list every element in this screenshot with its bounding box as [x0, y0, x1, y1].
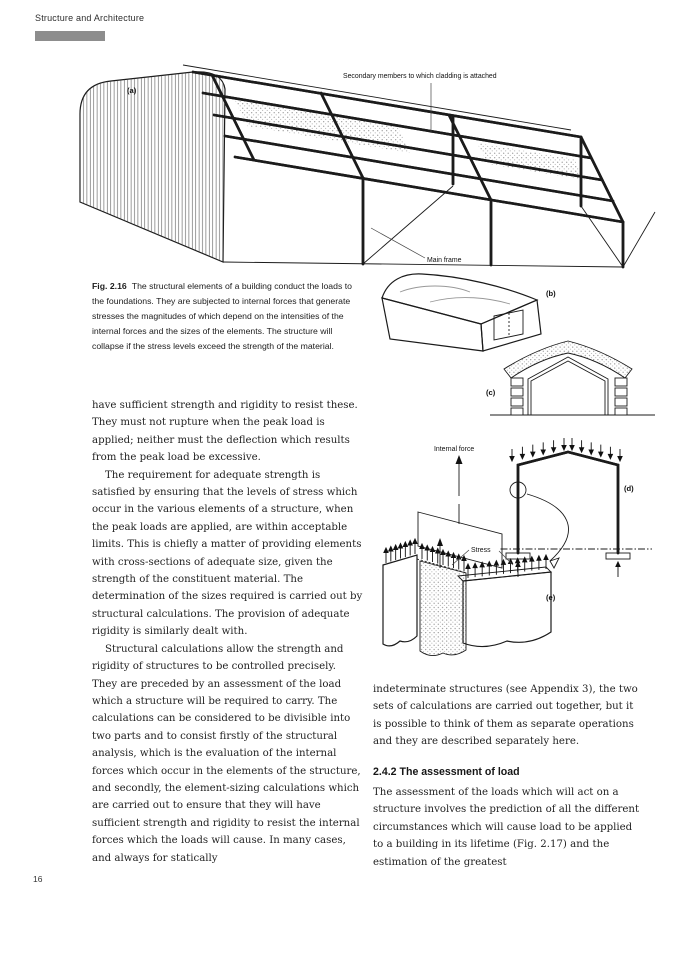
internal-force-label: Internal force: [434, 446, 474, 453]
stress-arrows-left: [383, 537, 418, 563]
main-frame-leader: [370, 227, 426, 259]
portal-frame-section-illustration: [490, 340, 655, 416]
figure-diagrams-b-e: (b) (c): [381, 273, 655, 656]
paragraph: have sufficient strength and rigidity to…: [92, 400, 358, 464]
cut-plane: [417, 511, 503, 569]
paragraph: The assessment of the loads which will a…: [373, 787, 640, 868]
left-text-column: have sufficient strength and rigidity to…: [92, 397, 364, 867]
label-e: (e): [546, 593, 556, 602]
internal-force-arrowhead: [455, 455, 463, 464]
running-head: Structure and Architecture: [35, 13, 145, 23]
roof-rafters: [210, 73, 625, 224]
roof-load-arrows-right: [569, 438, 623, 463]
stress-arrows-right: [465, 553, 549, 578]
section-heading: 2.4.2 The assessment of load: [373, 765, 520, 778]
door-opening: [493, 309, 524, 341]
right-text-column: indeterminate structures (see Appendix 3…: [373, 681, 645, 871]
ground-lines: [222, 185, 656, 268]
detail-circle: [509, 481, 527, 499]
paragraph: indeterminate structures (see Appendix 3…: [373, 684, 638, 748]
label-d: (d): [624, 484, 634, 493]
detail-leader-curve: [526, 493, 569, 562]
label-c: (c): [486, 388, 496, 397]
label-b: (b): [546, 289, 556, 298]
detail-leader-arrowhead: [549, 557, 560, 569]
stress-arrows-middle: [419, 542, 467, 571]
roof-load-arrows-left: [509, 438, 567, 463]
roof-purlins: [182, 64, 625, 224]
main-frame-label: Main frame: [427, 257, 462, 264]
figure-caption-text: The structural elements of a building co…: [92, 281, 352, 351]
clad-gable-end: [79, 71, 226, 263]
label-a: (a): [127, 86, 137, 95]
building-frame-illustration: (a) Secondary members to which cladding …: [79, 64, 656, 269]
portal-frame-load-diagram: [455, 438, 652, 577]
paragraph: Structural calculations allow the streng…: [92, 643, 361, 864]
frame-columns: [361, 114, 625, 269]
figure-caption-label: Fig. 2.16: [92, 281, 127, 291]
stress-diagram: Stress: [382, 511, 552, 656]
stress-label: Stress: [471, 547, 491, 554]
clad-column-blocks: [510, 377, 628, 416]
header-decorative-bar: [35, 31, 105, 41]
paragraph: The requirement for adequate strength is…: [92, 469, 363, 638]
right-footing: [605, 552, 631, 560]
clad-building-illustration: [381, 273, 542, 352]
page-number: 16: [33, 874, 43, 884]
secondary-members-label: Secondary members to which cladding is a…: [343, 73, 497, 80]
